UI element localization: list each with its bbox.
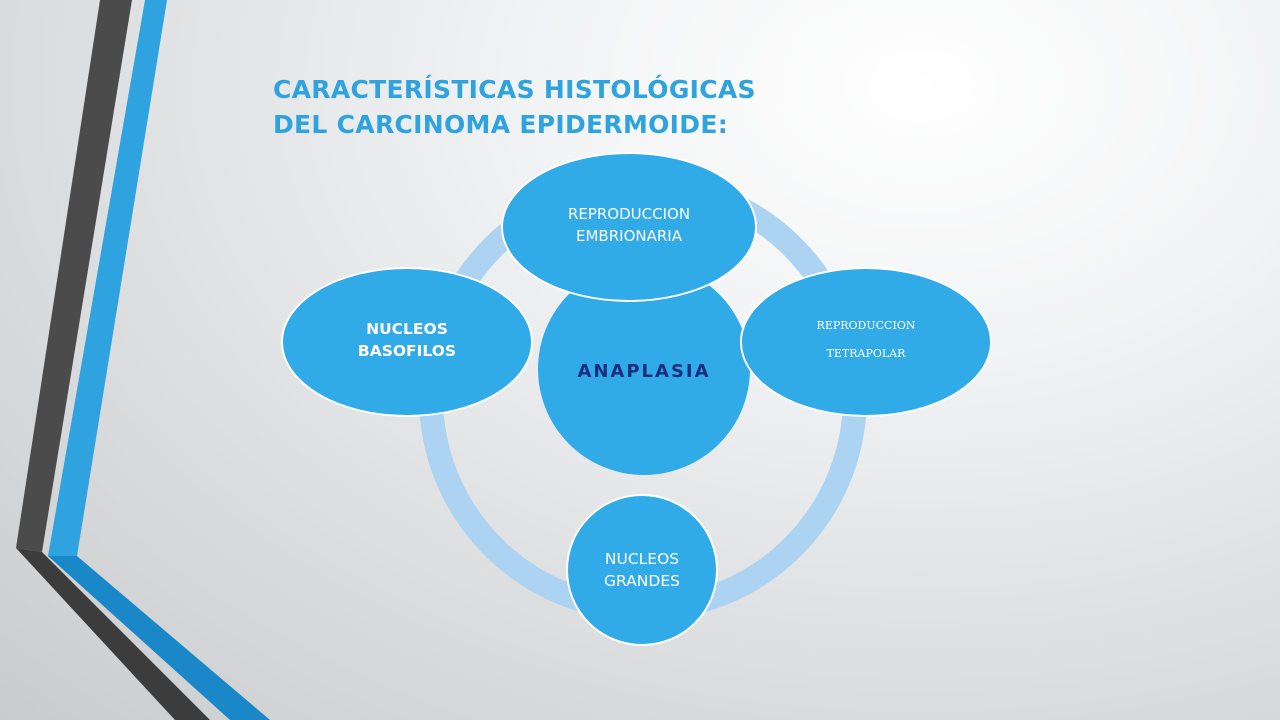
center-node-label: ANAPLASIA	[577, 360, 711, 382]
blue-lower-bar	[48, 556, 270, 720]
node-nucleos-basofilos: NUCLEOS BASOFILOS	[281, 267, 533, 417]
node-reproduccion-tetrapolar: REPRODUCCION TETRAPOLAR	[740, 267, 992, 417]
node-nucleos-grandes: NUCLEOS GRANDES	[566, 494, 718, 646]
dark-diagonal-bar	[16, 0, 132, 552]
slide-title-line-1: CARACTERÍSTICAS HISTOLÓGICAS	[273, 75, 756, 104]
node-reproduccion-embrionaria: REPRODUCCION EMBRIONARIA	[501, 152, 757, 302]
node-top-label: REPRODUCCION EMBRIONARIA	[567, 205, 691, 245]
dark-lower-bar	[16, 548, 210, 720]
slide-title: CARACTERÍSTICAS HISTOLÓGICAS DEL CARCINO…	[273, 72, 973, 142]
node-left-label: NUCLEOS BASOFILOS	[357, 320, 457, 360]
node-bottom-label: NUCLEOS GRANDES	[604, 550, 680, 590]
blue-diagonal-bar	[48, 0, 167, 556]
slide-title-line-2: DEL CARCINOMA EPIDERMOIDE:	[273, 110, 729, 139]
node-right-label: REPRODUCCION TETRAPOLAR	[816, 319, 916, 360]
